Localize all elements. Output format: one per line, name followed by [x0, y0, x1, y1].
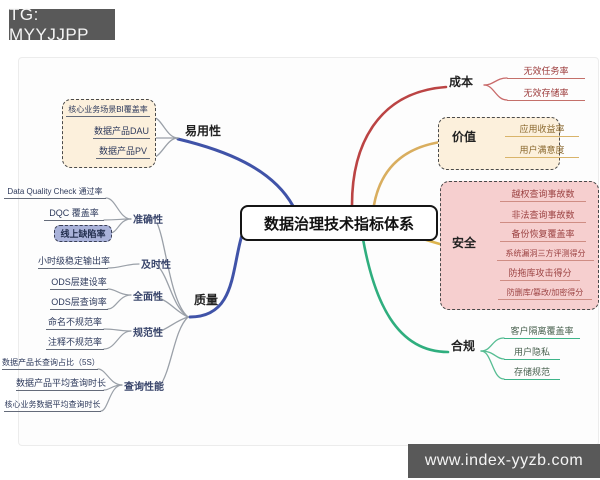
leaf-data-product-dau: 数据产品DAU [93, 126, 150, 139]
leaf-app-yield-rate: 应用收益率 [505, 124, 579, 137]
leaf-unauthorized-query-incidents: 越权查询事故数 [500, 189, 586, 202]
branch-label-usability: 易用性 [185, 124, 222, 138]
leaf-comment-violation-rate: 注释不规范率 [46, 337, 104, 350]
leaf-dqc-pass-rate: Data Quality Check 通过率 [4, 186, 106, 199]
leaf-core-avg-query-time: 核心业务数据平均查询时长 [4, 399, 101, 412]
branch-label-cost: 成本 [449, 75, 474, 89]
leaf-avg-query-time: 数据产品平均查询时长 [16, 378, 106, 391]
leaf-ods-build-rate: ODS层建设率 [50, 277, 108, 290]
telegram-watermark-badge: TG: MYYJJPP [9, 5, 115, 44]
leaf-backup-recovery-coverage: 备份恢复覆盖率 [500, 229, 586, 242]
leaf-anti-drag-attack-score: 防拖库攻击得分 [500, 268, 580, 281]
leaf-ods-query-rate: ODS层查询率 [50, 297, 108, 310]
leaf-online-defect-rate: 线上缺陷率 [54, 225, 112, 242]
leaf-vulnerability-eval-score: 系统漏洞三方评测得分 [497, 248, 594, 261]
website-watermark-badge: www.index-yyzb.com [408, 444, 600, 478]
leaf-anti-delete-tamper-score: 防删库/篡改/加密得分 [498, 287, 592, 300]
branch-label-security: 安全 [452, 236, 477, 250]
leaf-data-product-pv: 数据产品PV [96, 146, 150, 159]
leaf-invalid-storage-rate: 无效存储率 [507, 88, 585, 101]
leaf-core-bi-coverage: 核心业务场景BI覆盖率 [66, 104, 150, 117]
leaf-illegal-query-incidents: 非法查询事故数 [500, 210, 586, 223]
branch-label-value: 价值 [452, 130, 477, 144]
leaf-invalid-task-rate: 无效任务率 [507, 66, 585, 79]
group-label-query-performance: 查询性能 [124, 382, 164, 393]
group-label-accuracy: 准确性 [133, 215, 163, 226]
leaf-long-query-ratio: 数据产品长查询占比（5S） [2, 357, 100, 370]
leaf-naming-violation-rate: 命名不规范率 [46, 317, 104, 330]
leaf-user-satisfaction: 用户满意度 [505, 145, 579, 158]
leaf-storage-standard: 存储规范 [504, 367, 560, 380]
center-topic-node: 数据治理技术指标体系 [240, 205, 438, 241]
leaf-dqc-coverage: DQC 覆盖率 [44, 208, 104, 221]
group-label-standardization: 规范性 [133, 328, 163, 339]
leaf-customer-isolation-coverage: 客户隔离覆盖率 [504, 326, 580, 339]
leaf-hourly-stable-output: 小时级稳定输出率 [38, 256, 110, 269]
branch-label-quality: 质量 [194, 293, 219, 307]
leaf-user-privacy: 用户隐私 [504, 347, 560, 360]
usability-group-box [62, 99, 156, 168]
branch-label-compliance: 合规 [451, 339, 476, 353]
group-label-completeness: 全面性 [133, 292, 163, 303]
group-label-timeliness: 及时性 [141, 260, 171, 271]
